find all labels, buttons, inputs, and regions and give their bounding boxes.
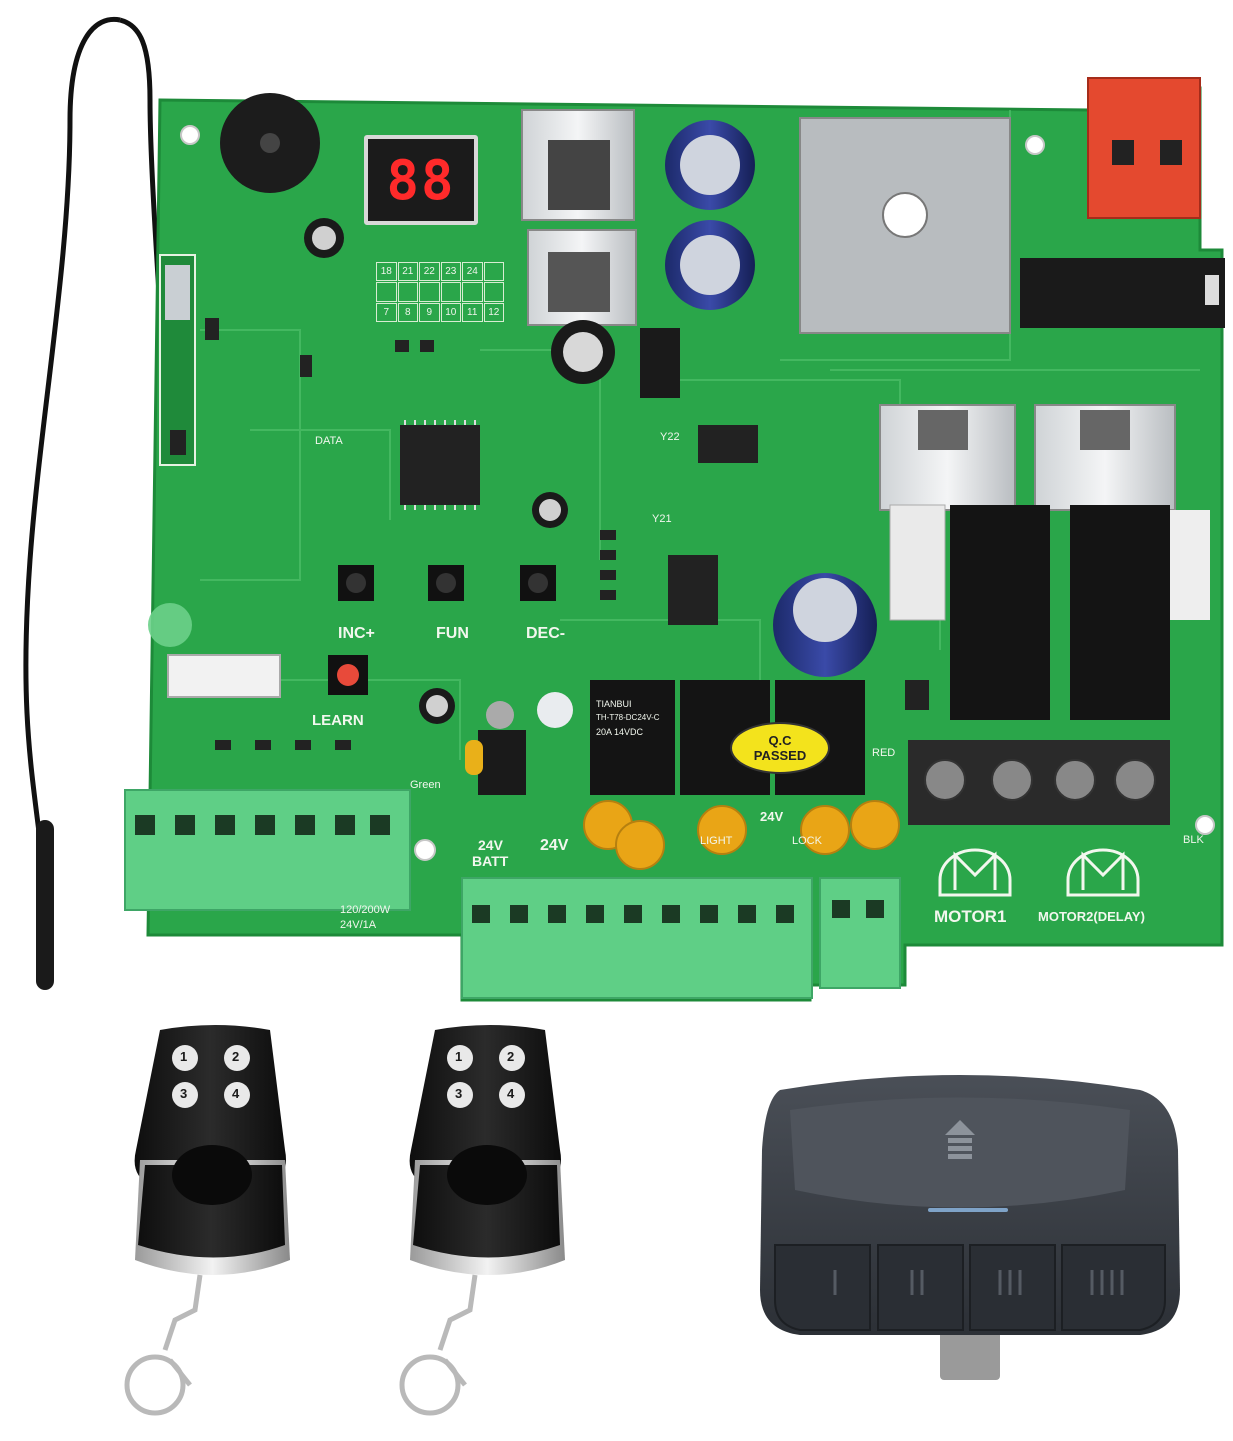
out-24v-label: 24V xyxy=(760,809,784,824)
code-grid: 18 21 22 23 24 7 8 9 10 11 12 xyxy=(376,262,504,322)
lock-label: LOCK xyxy=(792,835,822,847)
code-cell: 23 xyxy=(440,262,461,282)
motor-m-icon xyxy=(938,848,1140,897)
code-cell: 18 xyxy=(376,262,397,282)
code-cell: 8 xyxy=(397,302,418,322)
code-cell xyxy=(483,282,504,302)
code-cell xyxy=(440,282,461,302)
qc-line2: PASSED xyxy=(753,748,807,763)
learn-button-label: LEARN xyxy=(312,712,364,729)
rating1-label: 120/200W xyxy=(340,904,391,916)
code-cell: 21 xyxy=(397,262,418,282)
motor2-label: MOTOR2(DELAY) xyxy=(1038,909,1145,924)
arrow-up-icon xyxy=(945,1120,975,1159)
seven-segment-display: 88 xyxy=(364,135,478,225)
motor1-label: MOTOR1 xyxy=(934,907,1007,926)
fun-button-label: FUN xyxy=(436,625,469,642)
remote1-button-4: 4 xyxy=(232,1086,240,1101)
key-fob-remote-1 xyxy=(124,1025,290,1416)
y22-label: Y22 xyxy=(660,431,680,443)
code-cell xyxy=(483,262,504,282)
remote2-button-3: 3 xyxy=(455,1086,463,1101)
red-label: RED xyxy=(872,747,896,759)
remote1-button-2: 2 xyxy=(232,1049,240,1064)
dec-button-label: DEC- xyxy=(526,625,566,642)
batt-top-label: 24V xyxy=(478,837,503,853)
y21-label: Y21 xyxy=(652,513,672,525)
code-cell: 22 xyxy=(419,262,440,282)
code-cell xyxy=(462,282,483,302)
garage-door-remote xyxy=(760,1075,1180,1380)
code-cell: 11 xyxy=(462,302,483,322)
key-fob-remote-2 xyxy=(399,1025,565,1416)
inc-button-label: INC+ xyxy=(338,625,375,642)
code-cell: 7 xyxy=(376,302,397,322)
code-cell xyxy=(419,282,440,302)
keyring-icon xyxy=(124,1274,203,1416)
batt-bottom-label: BATT xyxy=(472,853,509,869)
supply-label: 24V xyxy=(540,837,569,854)
code-cell xyxy=(376,282,397,302)
remote2-button-4: 4 xyxy=(507,1086,515,1101)
code-cell: 12 xyxy=(483,302,504,322)
remote1-button-3: 3 xyxy=(180,1086,188,1101)
relay-model-label: TH-T78-DC24V-C xyxy=(596,713,660,722)
data-label: DATA xyxy=(315,435,343,447)
relay-spec-label: 20A 14VDC xyxy=(596,727,644,737)
code-cell xyxy=(397,282,418,302)
code-cell: 9 xyxy=(419,302,440,322)
light-label: LIGHT xyxy=(700,835,733,847)
rating2-label: 24V/1A xyxy=(340,919,377,931)
remote2-button-2: 2 xyxy=(507,1049,515,1064)
green-label: Green xyxy=(410,779,441,791)
code-cell: 24 xyxy=(462,262,483,282)
qc-passed-sticker: Q.C PASSED xyxy=(730,722,830,774)
blk-label: BLK xyxy=(1183,834,1204,846)
qc-line1: Q.C xyxy=(768,733,792,748)
remote1-button-1: 1 xyxy=(180,1049,188,1064)
relay-brand-label: TIANBUI xyxy=(596,699,632,709)
remote2-button-1: 1 xyxy=(455,1049,463,1064)
code-cell: 10 xyxy=(440,302,461,322)
